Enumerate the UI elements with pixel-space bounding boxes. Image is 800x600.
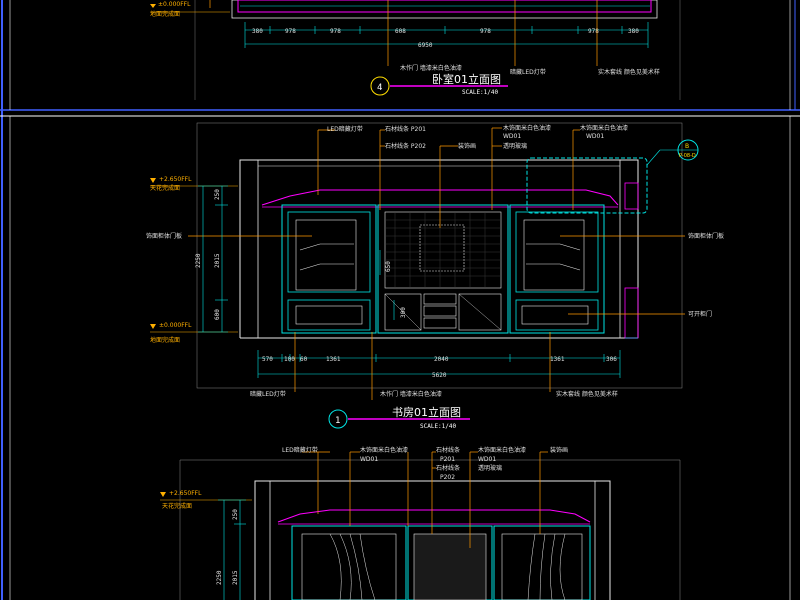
note-text: 石材线条 P201 bbox=[385, 125, 426, 133]
note-text: 木饰面米白色油漆 bbox=[360, 446, 408, 454]
callout-id: B bbox=[685, 143, 689, 150]
level-marker-icon bbox=[150, 4, 156, 8]
note-text: 实木套线 颜色见美术样 bbox=[598, 68, 660, 76]
drawing-scale: SCALE:1/40 bbox=[420, 423, 457, 430]
dim-text: 978 bbox=[480, 28, 491, 35]
note-text: 饰面柜体门板 bbox=[688, 232, 724, 240]
study-bottom-leaders bbox=[294, 332, 551, 400]
dim-overall: 5620 bbox=[432, 372, 447, 379]
study-title-block[interactable]: 1 书房01立面图 SCALE:1/40 bbox=[328, 405, 470, 430]
note-text: 木饰面米白色油漆 bbox=[503, 124, 551, 132]
level-marker-icon bbox=[150, 324, 156, 329]
note-text: 木饰面米白色油漆 bbox=[580, 124, 628, 132]
note-text: P202 bbox=[440, 474, 455, 481]
note-text: 木饰面米白色油漆 bbox=[478, 446, 526, 454]
dim-text: 250 bbox=[232, 509, 239, 520]
level-note: 天花完成面 bbox=[150, 184, 180, 192]
level-text: ±0.000FFL bbox=[159, 322, 192, 329]
callout-ref: P-08-D bbox=[679, 153, 696, 159]
dim-text: 380 bbox=[252, 28, 263, 35]
drawing-number: 4 bbox=[377, 83, 382, 93]
level-note: 天花完成面 bbox=[162, 502, 192, 510]
bedroom-title-block[interactable]: 4 卧室01立面图 SCALE:1/40 bbox=[370, 72, 508, 96]
level-text: +2.650FFL bbox=[169, 490, 202, 497]
level-text: ±0.000FFL bbox=[158, 1, 191, 8]
note-text: 饰面柜体门板 bbox=[146, 232, 182, 240]
bedroom-dimension-chain: 380 978 978 608 978 978 380 6950 bbox=[244, 22, 649, 49]
right-cabinet bbox=[509, 204, 605, 334]
third-leaders bbox=[302, 451, 548, 548]
note-text: 暗藏LED灯带 bbox=[250, 390, 286, 398]
dim-text: 978 bbox=[588, 28, 599, 35]
study-dimension-chain: 570 100 60 1361 2040 1361 306 5620 bbox=[257, 350, 621, 379]
study-elevation[interactable]: B P-08-D LED暗藏灯带 石材线条 P201 石材线条 P202 装饰画… bbox=[146, 122, 724, 430]
dim-text: 250 bbox=[214, 189, 221, 200]
level-marker-icon bbox=[160, 492, 166, 497]
dim-text: 306 bbox=[606, 356, 617, 363]
drawing-title: 卧室01立面图 bbox=[432, 72, 501, 86]
dim-text: 2015 bbox=[232, 570, 239, 585]
bedroom-elevation[interactable]: ±0.000FFL 地面完成面 380 978 978 608 978 978 … bbox=[150, 0, 681, 100]
dim-text: 2015 bbox=[214, 253, 221, 268]
note-text: 装饰画 bbox=[458, 142, 476, 150]
detail-callout-bubble[interactable]: B P-08-D bbox=[646, 139, 699, 166]
note-text: 木作门 墙漆米白色油漆 bbox=[380, 390, 442, 398]
drawing-number-circle bbox=[328, 409, 348, 429]
dim-text: 608 bbox=[395, 28, 406, 35]
note-text: 实木套线 颜色见美术样 bbox=[556, 390, 618, 398]
study-left-levels: +2.650FFL 天花完成面 ±0.000FFL 地面完成面 饰面柜体门板 bbox=[146, 176, 312, 344]
dim-text: 978 bbox=[330, 28, 341, 35]
note-text: LED暗藏灯带 bbox=[282, 446, 318, 454]
dim-text: 600 bbox=[214, 309, 221, 320]
dim-text: 2250 bbox=[216, 570, 223, 585]
center-cabinet bbox=[377, 204, 509, 334]
dim-text: 2250 bbox=[195, 253, 202, 268]
curtain-drape bbox=[329, 533, 566, 600]
dim-text: 650 bbox=[385, 261, 392, 272]
note-text: 石材线条 bbox=[436, 464, 460, 472]
detail-callout-box bbox=[526, 157, 648, 214]
note-text: 透明玻璃 bbox=[478, 464, 502, 472]
drawing-number-circle bbox=[370, 76, 390, 96]
note-text: 透明玻璃 bbox=[503, 142, 527, 150]
level-marker-icon bbox=[150, 178, 156, 183]
level-note: 地面完成面 bbox=[150, 336, 180, 344]
drawing-number: 1 bbox=[335, 416, 340, 426]
note-text: 石材线条 P202 bbox=[385, 142, 426, 150]
dim-text: 1361 bbox=[326, 356, 341, 363]
dim-text: 570 bbox=[262, 356, 273, 363]
level-note: 地面完成面 bbox=[150, 10, 180, 18]
third-elevation[interactable]: +2.650FFL 天花完成面 250 2250 2015 LED暗藏灯带 木饰… bbox=[160, 446, 681, 600]
level-text: +2.650FFL bbox=[159, 176, 192, 183]
dim-text: 1361 bbox=[550, 356, 565, 363]
note-text: WD01 bbox=[503, 133, 521, 140]
drawing-scale: SCALE:1/40 bbox=[462, 89, 499, 96]
note-text: 装饰画 bbox=[550, 446, 568, 454]
dim-text: 2040 bbox=[434, 356, 449, 363]
note-text: 暗藏LED灯带 bbox=[510, 68, 546, 76]
note-text: 石材线条 bbox=[436, 446, 460, 454]
note-text: P201 bbox=[440, 456, 455, 463]
dim-text: 978 bbox=[285, 28, 296, 35]
dim-overall: 6950 bbox=[418, 42, 433, 49]
study-vertical-dims: 250 2250 2015 600 650 300 bbox=[195, 185, 638, 339]
dim-text: 60 bbox=[300, 356, 308, 363]
note-text: LED暗藏灯带 bbox=[327, 125, 363, 133]
dim-text: 300 bbox=[400, 307, 407, 318]
note-text: WD01 bbox=[586, 133, 604, 140]
study-top-notes bbox=[317, 127, 580, 228]
note-text: WD01 bbox=[478, 456, 496, 463]
drawing-title: 书房01立面图 bbox=[392, 405, 461, 419]
note-text: 可开柜门 bbox=[688, 310, 712, 318]
note-text: 木作门 墙漆米白色油漆 bbox=[400, 64, 462, 72]
dim-text: 100 bbox=[284, 356, 295, 363]
dim-text: 380 bbox=[628, 28, 639, 35]
note-text: WD01 bbox=[360, 456, 378, 463]
left-cabinet bbox=[281, 204, 377, 334]
